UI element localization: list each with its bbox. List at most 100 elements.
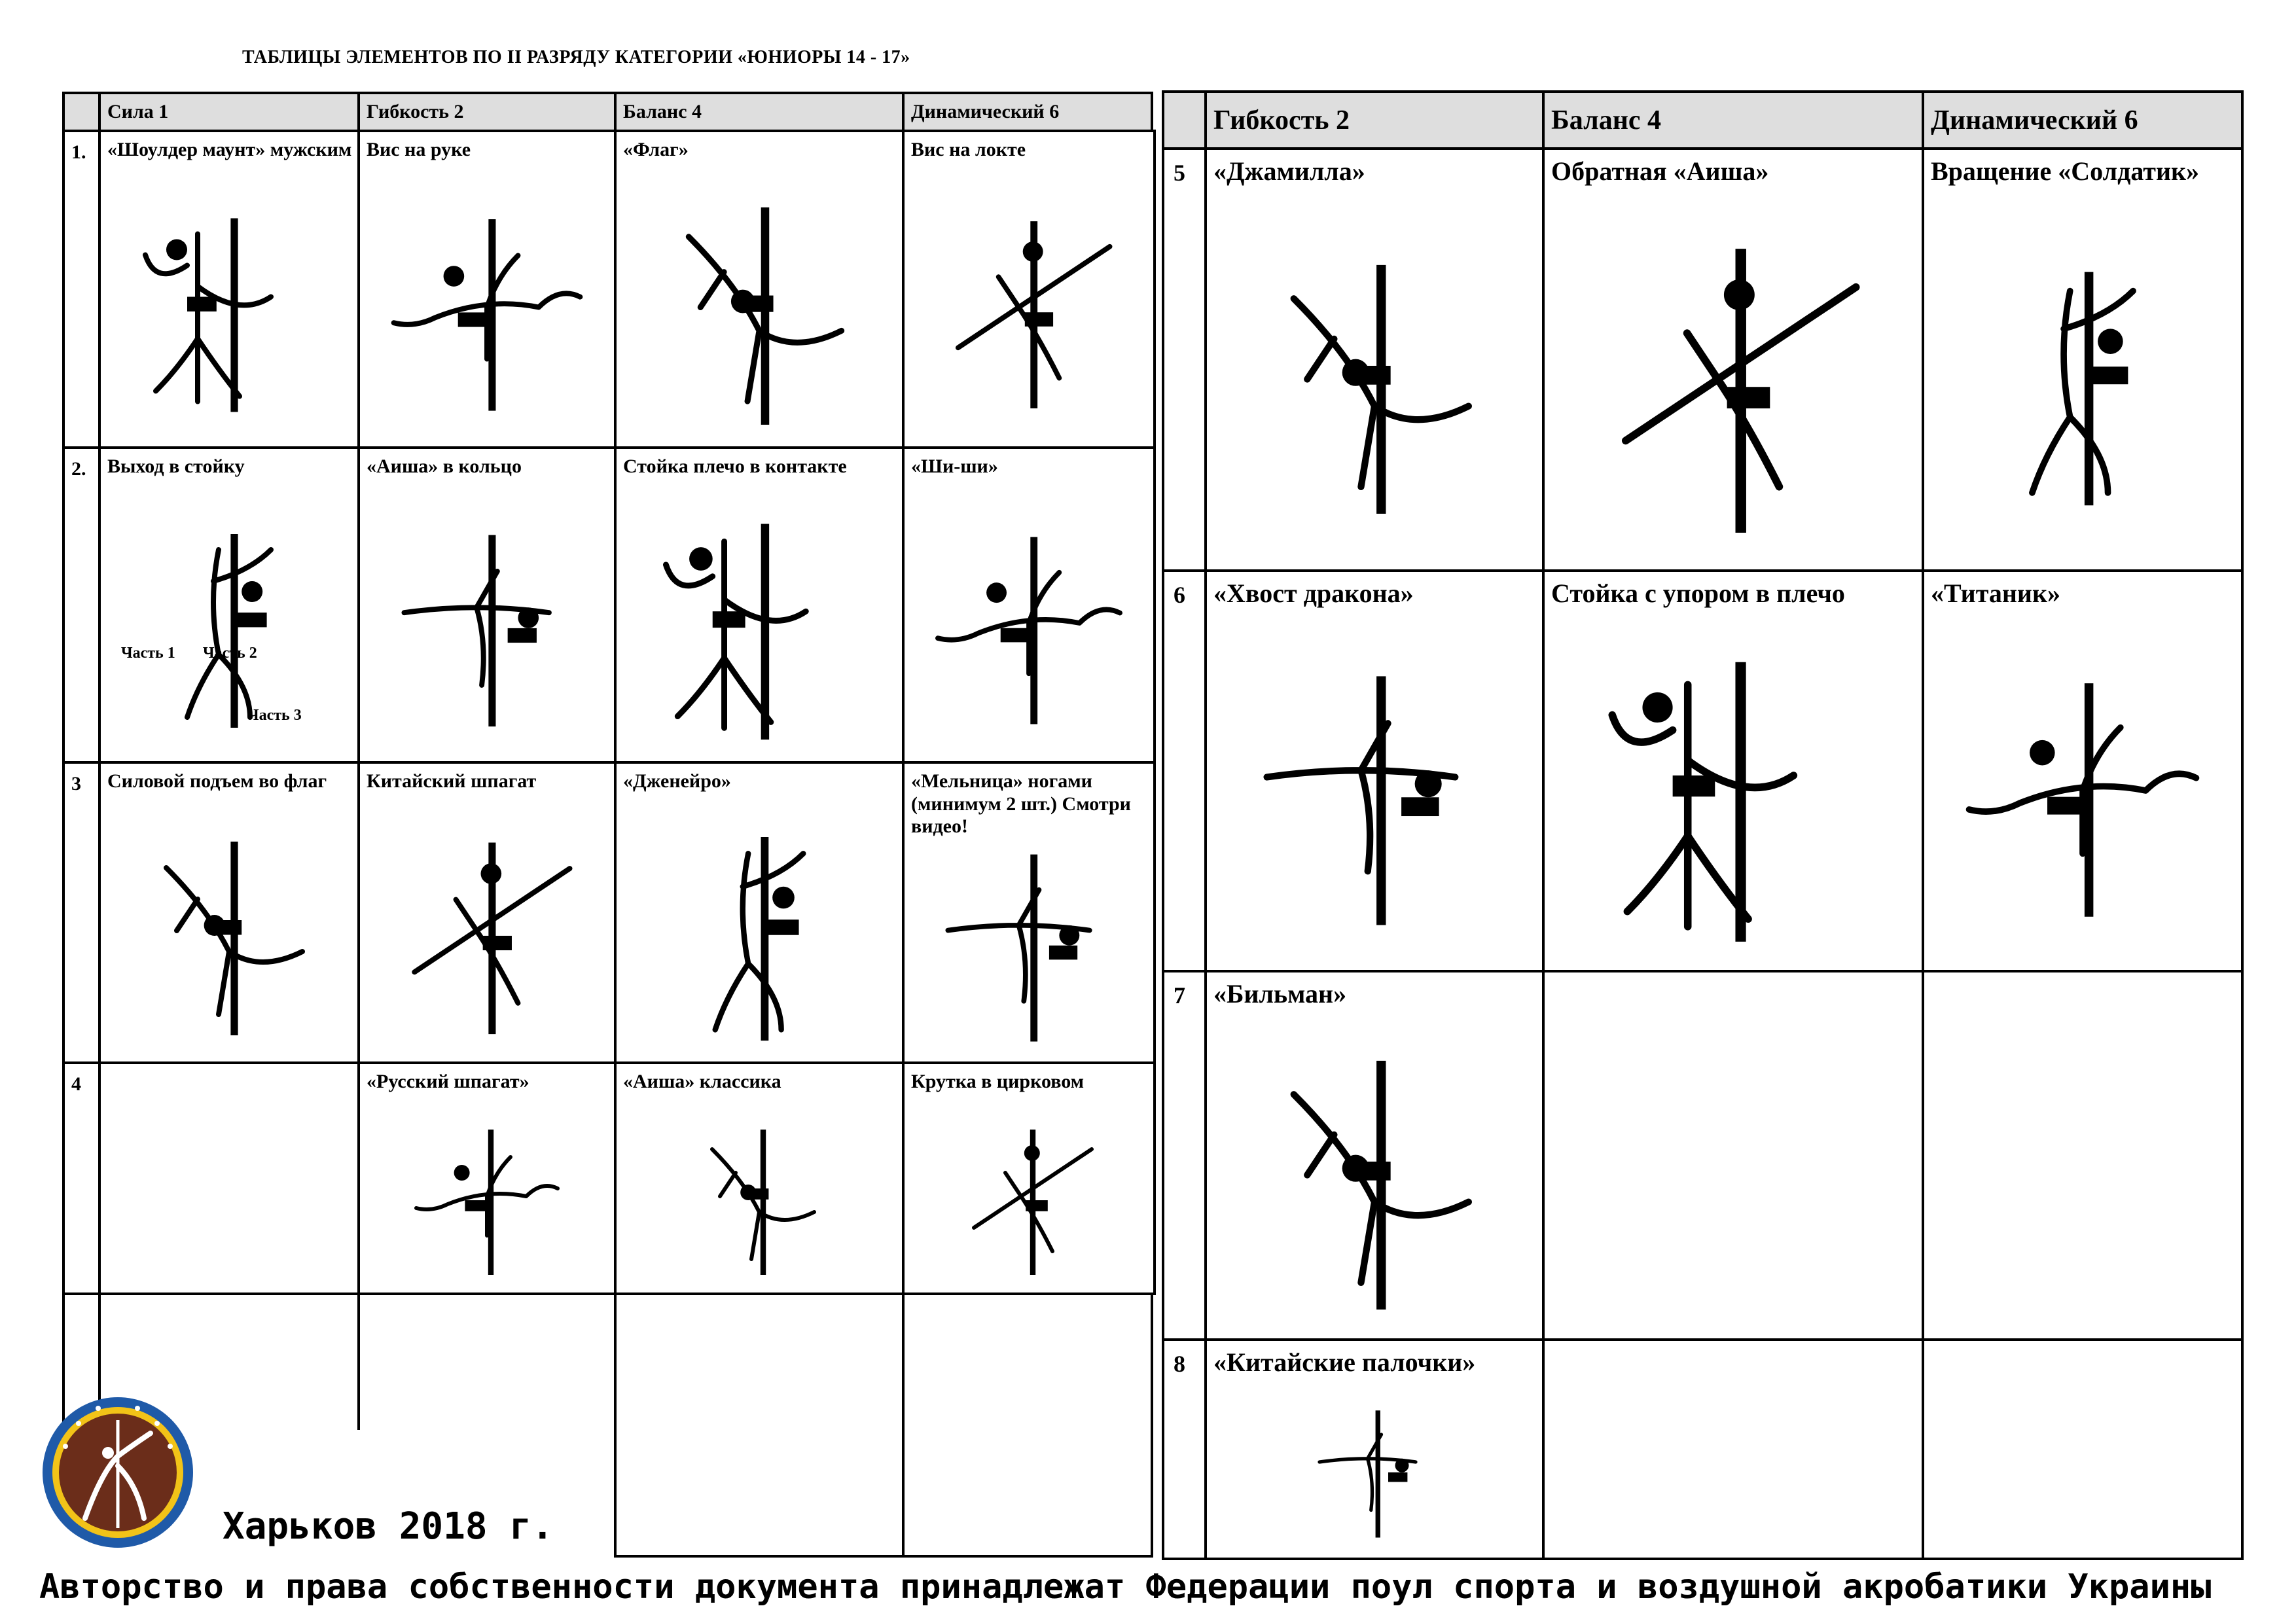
left-header-corner bbox=[62, 92, 101, 132]
left-element-cell: «Шоулдер маунт» мужским bbox=[98, 130, 360, 449]
pole-dancer-figure-icon bbox=[935, 537, 1122, 724]
element-illustration bbox=[630, 810, 889, 1052]
pole-dancer-figure-icon bbox=[164, 842, 305, 1035]
element-label: Обратная «Аиша» bbox=[1551, 156, 1769, 186]
right-element-cell: Стойка с упором в плечо bbox=[1542, 569, 1924, 972]
element-illustration bbox=[373, 495, 601, 751]
right-row-number: 6 bbox=[1174, 582, 1185, 608]
pole-dancer-figure-icon bbox=[1318, 1410, 1418, 1538]
right-header-cell: Гибкость 2 bbox=[1204, 90, 1545, 150]
element-illustration bbox=[1944, 1393, 2221, 1544]
element-label: Вис на локте bbox=[911, 139, 1026, 160]
left-element-cell: Стойка плечо в контакте bbox=[614, 446, 905, 764]
federation-logo-icon bbox=[43, 1397, 193, 1548]
pole-dancer-figure-icon bbox=[712, 837, 806, 1041]
element-illustration bbox=[630, 1110, 889, 1283]
left-row-number-cell: 1. bbox=[62, 130, 101, 449]
left-element-cell: Крутка в цирковом bbox=[902, 1061, 1156, 1295]
left-element-cell: «Русский шпагат» bbox=[357, 1061, 617, 1295]
element-illustration bbox=[114, 810, 344, 1052]
right-row-number: 5 bbox=[1174, 160, 1185, 186]
left-element-cell: «Мельница» ногами (минимум 2 шт.) Смотри… bbox=[902, 761, 1156, 1064]
element-label: «Ши-ши» bbox=[911, 455, 998, 477]
element-illustration bbox=[1564, 202, 1902, 556]
element-label: Крутка в цирковом bbox=[911, 1071, 1085, 1092]
element-illustration bbox=[1227, 624, 1522, 957]
element-illustration bbox=[1564, 1025, 1902, 1325]
pole-dancer-figure-icon bbox=[185, 534, 274, 728]
element-label: «Аиша» классика bbox=[623, 1071, 781, 1092]
pole-dancer-figure-icon bbox=[972, 1130, 1094, 1275]
element-label: «Аиша» в кольцо bbox=[367, 455, 522, 477]
element-label: «Хвост дракона» bbox=[1213, 579, 1414, 608]
element-illustration bbox=[918, 495, 1140, 751]
pole-dancer-figure-icon bbox=[945, 854, 1092, 1042]
part-3-label: Часть 3 bbox=[247, 707, 302, 724]
part-2-label: Часть 2 bbox=[203, 645, 257, 662]
left-row-number-cell: 2. bbox=[62, 446, 101, 764]
footer-copyright: Авторство и права собственности документ… bbox=[39, 1567, 2212, 1607]
left-element-cell bbox=[98, 1061, 360, 1295]
left-row-number-cell: 4 bbox=[62, 1061, 101, 1295]
pole-dancer-figure-icon bbox=[663, 524, 809, 740]
left-element-cell: «Аиша» в кольцо bbox=[357, 446, 617, 764]
page-title: ТАБЛИЦЫ ЭЛЕМЕНТОВ ПО II РАЗРЯДУ КАТЕГОРИ… bbox=[242, 47, 910, 67]
left-element-cell: «Аиша» классика bbox=[614, 1061, 905, 1295]
element-illustration bbox=[1227, 202, 1522, 556]
left-row-number: 1. bbox=[71, 141, 86, 163]
element-illustration bbox=[1564, 624, 1902, 957]
left-element-cell: Вис на руке bbox=[357, 130, 617, 449]
right-header-cell: Динамический 6 bbox=[1922, 90, 2244, 150]
right-element-cell bbox=[1922, 1338, 2244, 1560]
pole-dancer-figure-icon bbox=[414, 1130, 560, 1275]
element-illustration bbox=[630, 495, 889, 751]
left-element-cell: Китайский шпагат bbox=[357, 761, 617, 1064]
element-label: «Бильман» bbox=[1213, 979, 1347, 1008]
right-element-cell: Вращение «Солдатик» bbox=[1922, 147, 2244, 572]
left-row-number: 4 bbox=[71, 1073, 81, 1095]
element-label: «Флаг» bbox=[623, 139, 689, 160]
pole-dancer-figure-icon bbox=[391, 219, 583, 411]
pole-dancer-figure-icon bbox=[412, 842, 573, 1035]
left-element-cell: Вис на локте bbox=[902, 130, 1156, 449]
right-element-cell bbox=[1542, 970, 1924, 1341]
element-label: «Джамилла» bbox=[1213, 156, 1365, 186]
pole-dancer-figure-icon bbox=[143, 218, 274, 412]
left-row-number-cell: 3 bbox=[62, 761, 101, 1064]
left-empty-cell bbox=[357, 1293, 617, 1430]
element-illustration bbox=[1944, 1025, 2221, 1325]
footer-city-year: Харьков 2018 г. bbox=[223, 1505, 554, 1548]
element-illustration bbox=[918, 178, 1140, 437]
pole-dancer-figure-icon bbox=[710, 1130, 816, 1275]
right-element-cell: «Бильман» bbox=[1204, 970, 1545, 1341]
right-element-cell bbox=[1542, 1338, 1924, 1560]
right-element-cell: «Хвост дракона» bbox=[1204, 569, 1545, 972]
left-element-cell: «Ши-ши» bbox=[902, 446, 1156, 764]
pole-dancer-figure-icon bbox=[1290, 1060, 1472, 1310]
element-illustration bbox=[630, 178, 889, 437]
left-empty-cell bbox=[614, 1293, 905, 1558]
element-illustration bbox=[373, 178, 601, 437]
pole-dancer-figure-icon bbox=[1263, 676, 1459, 925]
pole-dancer-figure-icon bbox=[1608, 662, 1798, 942]
left-element-cell: Силовой подъем во флаг bbox=[98, 761, 360, 1064]
element-illustration bbox=[1564, 1393, 1902, 1544]
left-header-dynamic: Динамический 6 bbox=[902, 92, 1153, 132]
element-label: «Китайские палочки» bbox=[1213, 1347, 1476, 1377]
element-label: Стойка плечо в контакте bbox=[623, 455, 847, 477]
left-element-cell: Выход в стойку bbox=[98, 446, 360, 764]
element-label: Китайский шпагат bbox=[367, 770, 537, 792]
element-illustration bbox=[114, 495, 344, 751]
left-empty-cell bbox=[902, 1293, 1153, 1558]
element-illustration bbox=[1944, 624, 2221, 957]
right-row-number-cell: 7 bbox=[1162, 970, 1207, 1341]
right-element-cell: Обратная «Аиша» bbox=[1542, 147, 1924, 572]
right-element-cell: «Титаник» bbox=[1922, 569, 2244, 972]
left-element-cell: «Флаг» bbox=[614, 130, 905, 449]
element-label: «Мельница» ногами (минимум 2 шт.) Смотри… bbox=[911, 770, 1131, 837]
element-label: «Дженейро» bbox=[623, 770, 731, 792]
right-header-corner bbox=[1162, 90, 1208, 150]
element-illustration bbox=[1944, 202, 2221, 556]
right-row-number-cell: 8 bbox=[1162, 1338, 1207, 1560]
element-illustration bbox=[373, 1110, 601, 1283]
